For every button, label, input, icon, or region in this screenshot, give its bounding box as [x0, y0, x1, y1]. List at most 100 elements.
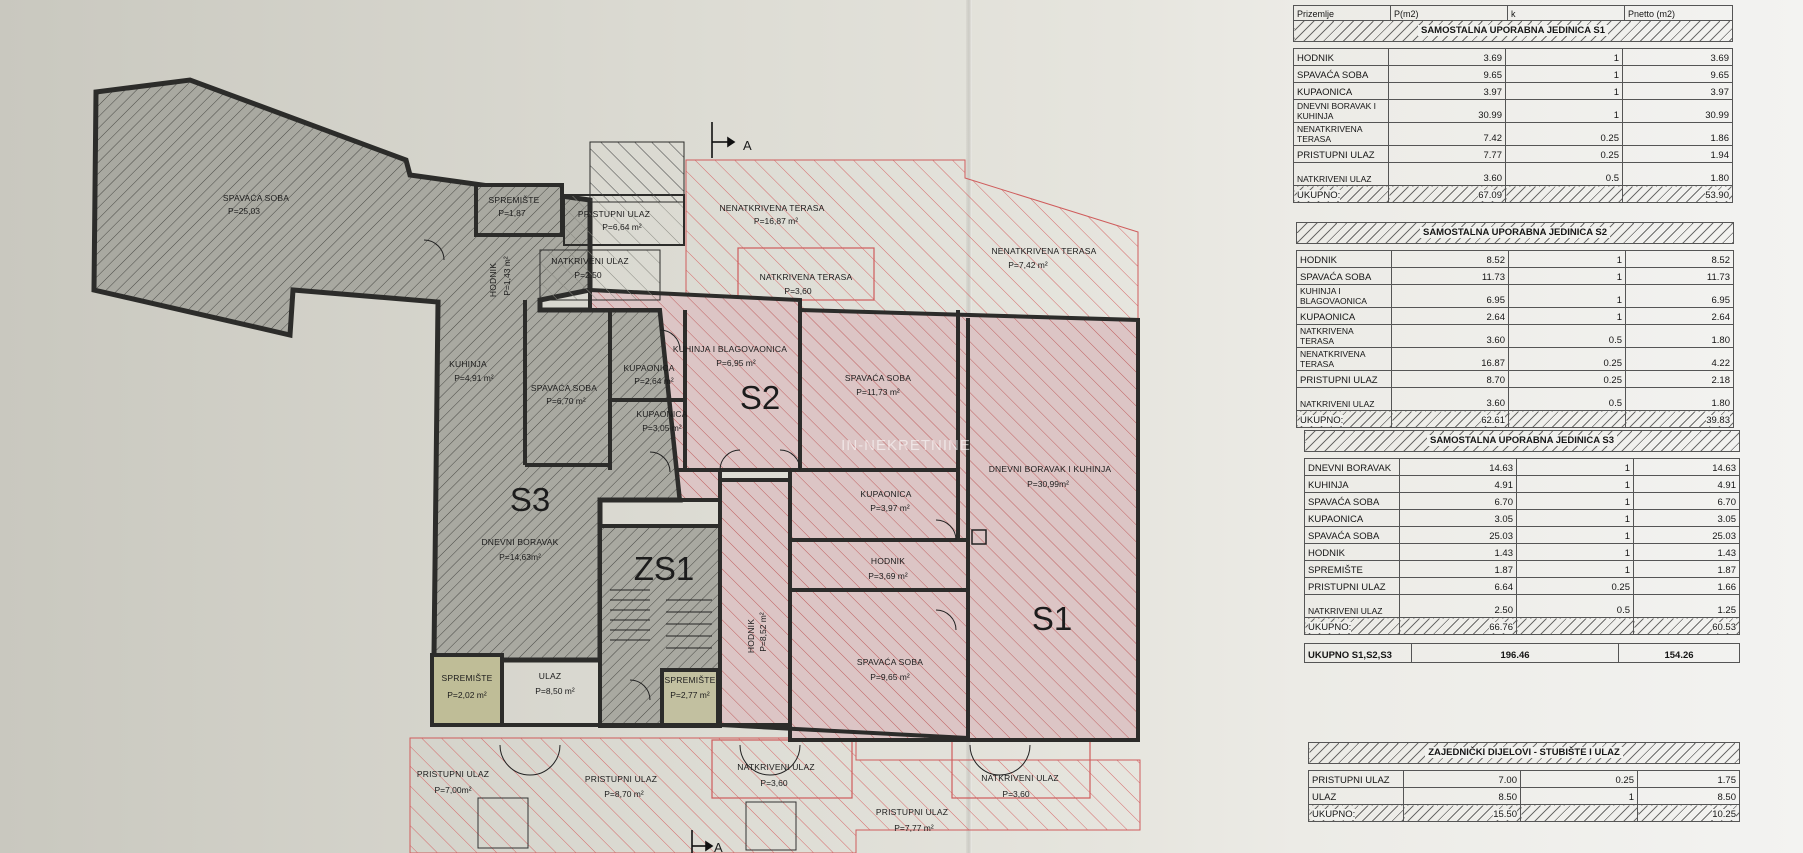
- row-label: NATKRIVENA TERASA: [1296, 324, 1392, 348]
- row-gross: 4.91: [1399, 475, 1517, 493]
- room-name: DNEVNI BORAVAK: [481, 537, 558, 547]
- row-net: 25.03: [1633, 526, 1740, 544]
- room-area: P=11,73 m²: [856, 387, 900, 397]
- row-label: SPAVAĆA SOBA: [1304, 526, 1400, 544]
- row-net: 1.86: [1622, 122, 1733, 146]
- sum-gross: 196.46: [1411, 643, 1619, 663]
- row-coef: 1: [1508, 250, 1626, 268]
- row-coef: 1: [1516, 560, 1634, 578]
- row-net: 1.25: [1633, 594, 1740, 618]
- room-name: NATKRIVENA TERASA: [760, 272, 853, 282]
- room-area: P=1,87: [498, 208, 525, 218]
- row-coef: 1: [1508, 307, 1626, 325]
- total-label: UKUPNO:: [1300, 415, 1344, 426]
- room-name: NATKRIVENI ULAZ: [981, 773, 1058, 783]
- row-gross: 3.69: [1388, 48, 1506, 66]
- row-net: 2.18: [1625, 370, 1734, 388]
- row-coef: 0.25: [1516, 577, 1634, 595]
- room-area: P=7,42 m²: [1008, 260, 1048, 270]
- row-net: 4.91: [1633, 475, 1740, 493]
- row-net: 9.65: [1622, 65, 1733, 83]
- room-area: P=7,77 m²: [894, 823, 934, 833]
- room-area: P=6,64 m²: [602, 222, 642, 232]
- room-area: P=6,95 m²: [716, 358, 756, 368]
- row-gross: 3.60: [1391, 387, 1509, 411]
- row-coef: 1: [1505, 65, 1623, 83]
- total-gross: 62.61: [1481, 415, 1505, 426]
- row-net: 8.52: [1625, 250, 1734, 268]
- row-gross: 3.97: [1388, 82, 1506, 100]
- total-label: UKUPNO:: [1308, 622, 1352, 633]
- row-coef: 0.25: [1505, 122, 1623, 146]
- row-label: PRISTUPNI ULAZ: [1296, 370, 1392, 388]
- room-name: DNEVNI BORAVAK I KUHINJA: [989, 464, 1112, 474]
- row-coef: 1: [1516, 526, 1634, 544]
- row-net: 1.75: [1637, 770, 1740, 788]
- row-coef: 1: [1505, 48, 1623, 66]
- room-area: P=2,64 m²: [634, 376, 674, 386]
- row-coef: 1: [1516, 458, 1634, 476]
- row-net: 2.64: [1625, 307, 1734, 325]
- row-coef: 0.25: [1505, 145, 1623, 163]
- room-area: P=8,50 m²: [535, 686, 575, 696]
- room-area: P=2,02 m²: [447, 690, 487, 700]
- room-name: PRISTUPNI ULAZ: [578, 209, 650, 219]
- row-coef: 0.5: [1508, 387, 1626, 411]
- row-gross: 9.65: [1388, 65, 1506, 83]
- table-title: ZAJEDNIČKI DIJELOVI - STUBIŠTE I ULAZ: [1425, 747, 1623, 758]
- row-coef: 1: [1508, 267, 1626, 285]
- row-label: SPAVAĆA SOBA: [1304, 492, 1400, 510]
- row-gross: 11.73: [1391, 267, 1509, 285]
- row-gross: 3.60: [1388, 162, 1506, 186]
- row-gross: 1.43: [1399, 543, 1517, 561]
- row-gross: 25.03: [1399, 526, 1517, 544]
- row-label: NENATKRIVENA TERASA: [1293, 122, 1389, 146]
- room-area: P=3,60: [1002, 789, 1029, 799]
- row-label: KUPAONICA: [1293, 82, 1389, 100]
- row-net: 1.80: [1625, 324, 1734, 348]
- row-gross: 8.52: [1391, 250, 1509, 268]
- row-coef: 1: [1516, 509, 1634, 527]
- row-coef: 0.5: [1505, 162, 1623, 186]
- row-gross: 6.95: [1391, 284, 1509, 308]
- row-gross: 16.87: [1391, 347, 1509, 371]
- row-gross: 2.50: [1399, 594, 1517, 618]
- row-net: 11.73: [1625, 267, 1734, 285]
- room-name: HODNIK: [488, 263, 498, 297]
- col-header: k: [1507, 5, 1625, 21]
- unit-label-s1: S1: [1032, 600, 1072, 637]
- room-name: PRISTUPNI ULAZ: [417, 769, 489, 779]
- row-label: PRISTUPNI ULAZ: [1293, 145, 1389, 163]
- room-name: SPAVAĆA SOBA: [845, 373, 911, 383]
- row-net: 6.95: [1625, 284, 1734, 308]
- col-header: Prizemlje: [1293, 5, 1391, 21]
- row-label: PRISTUPNI ULAZ: [1304, 577, 1400, 595]
- row-coef: 0.25: [1508, 347, 1626, 371]
- room-area: P=3,97 m²: [870, 503, 910, 513]
- room-area: P=30,99m²: [1027, 479, 1069, 489]
- room-name: KUHINJA: [449, 359, 487, 369]
- row-net: 14.63: [1633, 458, 1740, 476]
- row-coef: 1: [1505, 99, 1623, 123]
- section-marker-top: A: [743, 138, 752, 153]
- row-coef: 1: [1516, 543, 1634, 561]
- room-name: KUHINJA I BLAGOVAONICA: [673, 344, 787, 354]
- row-label: KUPAONICA: [1304, 509, 1400, 527]
- row-label: NATKRIVENI ULAZ: [1296, 387, 1392, 411]
- row-label: SPREMIŠTE: [1304, 560, 1400, 578]
